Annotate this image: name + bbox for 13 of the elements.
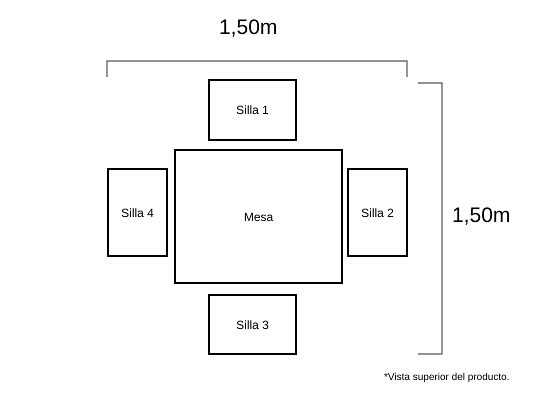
table-label: Mesa xyxy=(244,210,274,224)
footnote: *Vista superior del producto. xyxy=(384,372,510,383)
chair-label: Silla 4 xyxy=(121,206,154,220)
dimension-label: 1,50m xyxy=(452,204,510,228)
chair-rectangle xyxy=(347,168,408,257)
chair-rectangle xyxy=(107,168,168,257)
chair-label: Silla 1 xyxy=(236,103,269,117)
chair-rectangle xyxy=(208,79,297,141)
chair-label: Silla 3 xyxy=(236,318,269,332)
table-rectangle xyxy=(174,149,343,284)
chair-rectangle xyxy=(208,294,297,355)
chair-label: Silla 2 xyxy=(361,206,394,220)
dimension-label: 1,50m xyxy=(219,16,278,40)
